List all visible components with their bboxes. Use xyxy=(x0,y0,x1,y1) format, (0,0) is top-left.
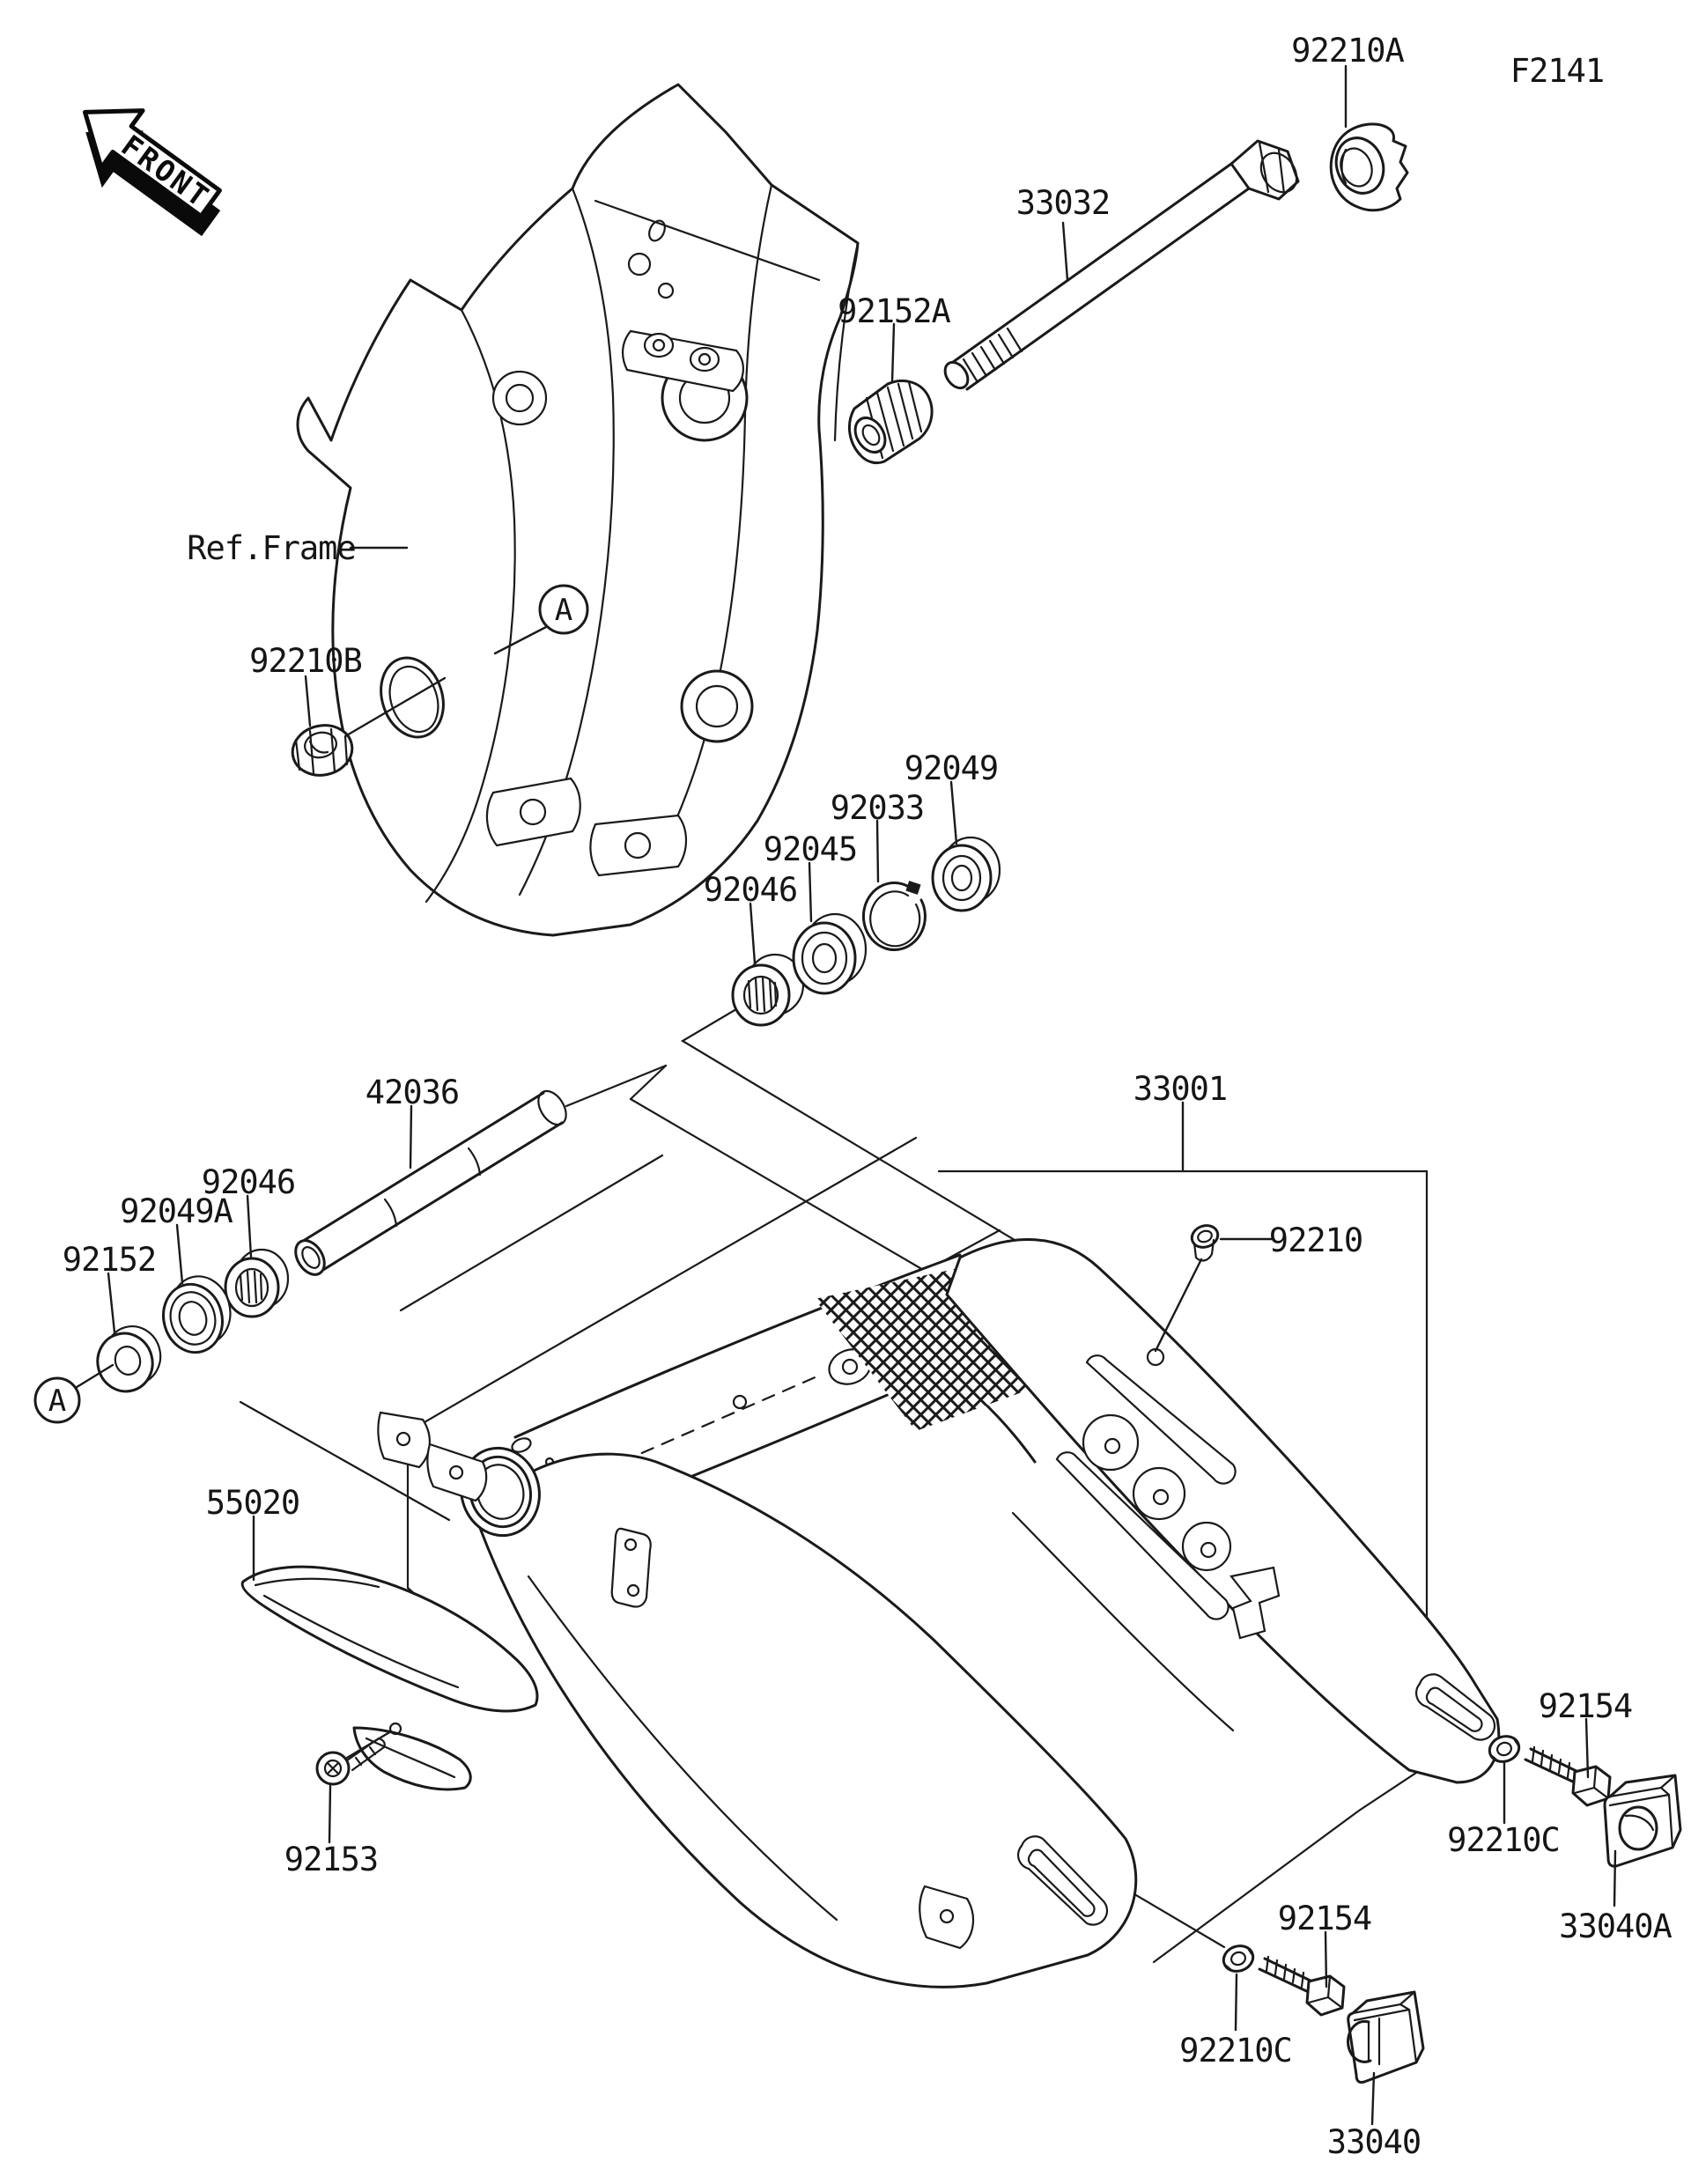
part-label-33001: 33001 xyxy=(1133,1070,1227,1108)
part-label-42036: 42036 xyxy=(366,1074,459,1111)
frame-drawing xyxy=(296,83,860,937)
part-label-92049: 92049 xyxy=(905,749,998,787)
leader-lines xyxy=(72,64,1617,2126)
circlip-drawing xyxy=(861,881,927,951)
part-label-92210a: 92210A xyxy=(1291,32,1404,70)
swingarm-drawing xyxy=(460,1238,1501,1988)
part-label-92154-bottom: 92154 xyxy=(1278,1900,1371,1937)
part-label-33032: 33032 xyxy=(1016,184,1110,222)
far-plate-details xyxy=(1055,1347,1281,1640)
part-label-92154-right: 92154 xyxy=(1539,1687,1632,1725)
part-label-92046-left: 92046 xyxy=(202,1163,295,1201)
part-label-92210c-bottom: 92210C xyxy=(1179,2032,1292,2070)
ref-frame-label: Ref.Frame xyxy=(187,529,355,567)
chain-guard-drawing xyxy=(240,1411,539,1791)
part-label-92033: 92033 xyxy=(831,789,924,827)
part-label-92152: 92152 xyxy=(63,1241,156,1279)
part-label-92210c-right: 92210C xyxy=(1447,1821,1560,1859)
pivot-bearing-group-left xyxy=(96,1089,567,1393)
oil-seal-left-drawing xyxy=(162,1275,232,1354)
needle-bearing-left-drawing xyxy=(224,1248,290,1318)
part-labels: 92210A F2141 33032 92152A Ref.Frame 9221… xyxy=(63,32,1673,2161)
figure-code: F2141 xyxy=(1510,52,1604,90)
part-label-92210: 92210 xyxy=(1269,1221,1362,1259)
adjuster-right-drawing xyxy=(1488,1735,1682,1868)
pivot-washer-drawing xyxy=(96,1325,162,1393)
chain-adjuster-right-block xyxy=(1603,1774,1682,1868)
part-label-92046-right: 92046 xyxy=(704,871,797,909)
part-label-92045: 92045 xyxy=(764,830,857,868)
detail-marker-frame-label: A xyxy=(555,593,572,628)
front-direction-arrow: FRONT xyxy=(82,108,222,237)
far-axle-end xyxy=(1415,1673,1496,1741)
swingarm-bolt-drawing xyxy=(1190,1224,1220,1262)
pivot-collar-drawing xyxy=(847,380,934,465)
detail-marker-washer: A xyxy=(33,1376,81,1424)
oil-seal-right-drawing xyxy=(931,836,1001,912)
part-label-33040a: 33040A xyxy=(1559,1907,1672,1945)
part-label-92152a: 92152A xyxy=(838,292,950,330)
needle-bearing-right-drawing xyxy=(731,953,805,1027)
adjuster-bottom-drawing xyxy=(1222,1944,1425,2084)
pivot-bearing-group-right xyxy=(731,836,1001,1027)
sleeve-drawing xyxy=(294,1089,567,1276)
detail-marker-frame: A xyxy=(538,584,589,635)
chain-adjuster-bottom-block xyxy=(1347,1990,1425,2084)
part-label-92153: 92153 xyxy=(284,1841,378,1878)
ball-bearing-drawing xyxy=(792,912,868,995)
pivot-locknut-drawing xyxy=(291,724,354,777)
part-label-55020: 55020 xyxy=(206,1484,299,1522)
shaft-thread-lines xyxy=(962,327,1023,384)
pivot-shaft-drawing xyxy=(847,122,1409,465)
pivot-cap-drawing xyxy=(1329,122,1409,212)
part-label-92049a: 92049A xyxy=(120,1192,233,1230)
detail-marker-washer-label: A xyxy=(48,1383,66,1419)
part-label-33040: 33040 xyxy=(1327,2123,1421,2161)
part-label-92210b: 92210B xyxy=(249,642,362,680)
